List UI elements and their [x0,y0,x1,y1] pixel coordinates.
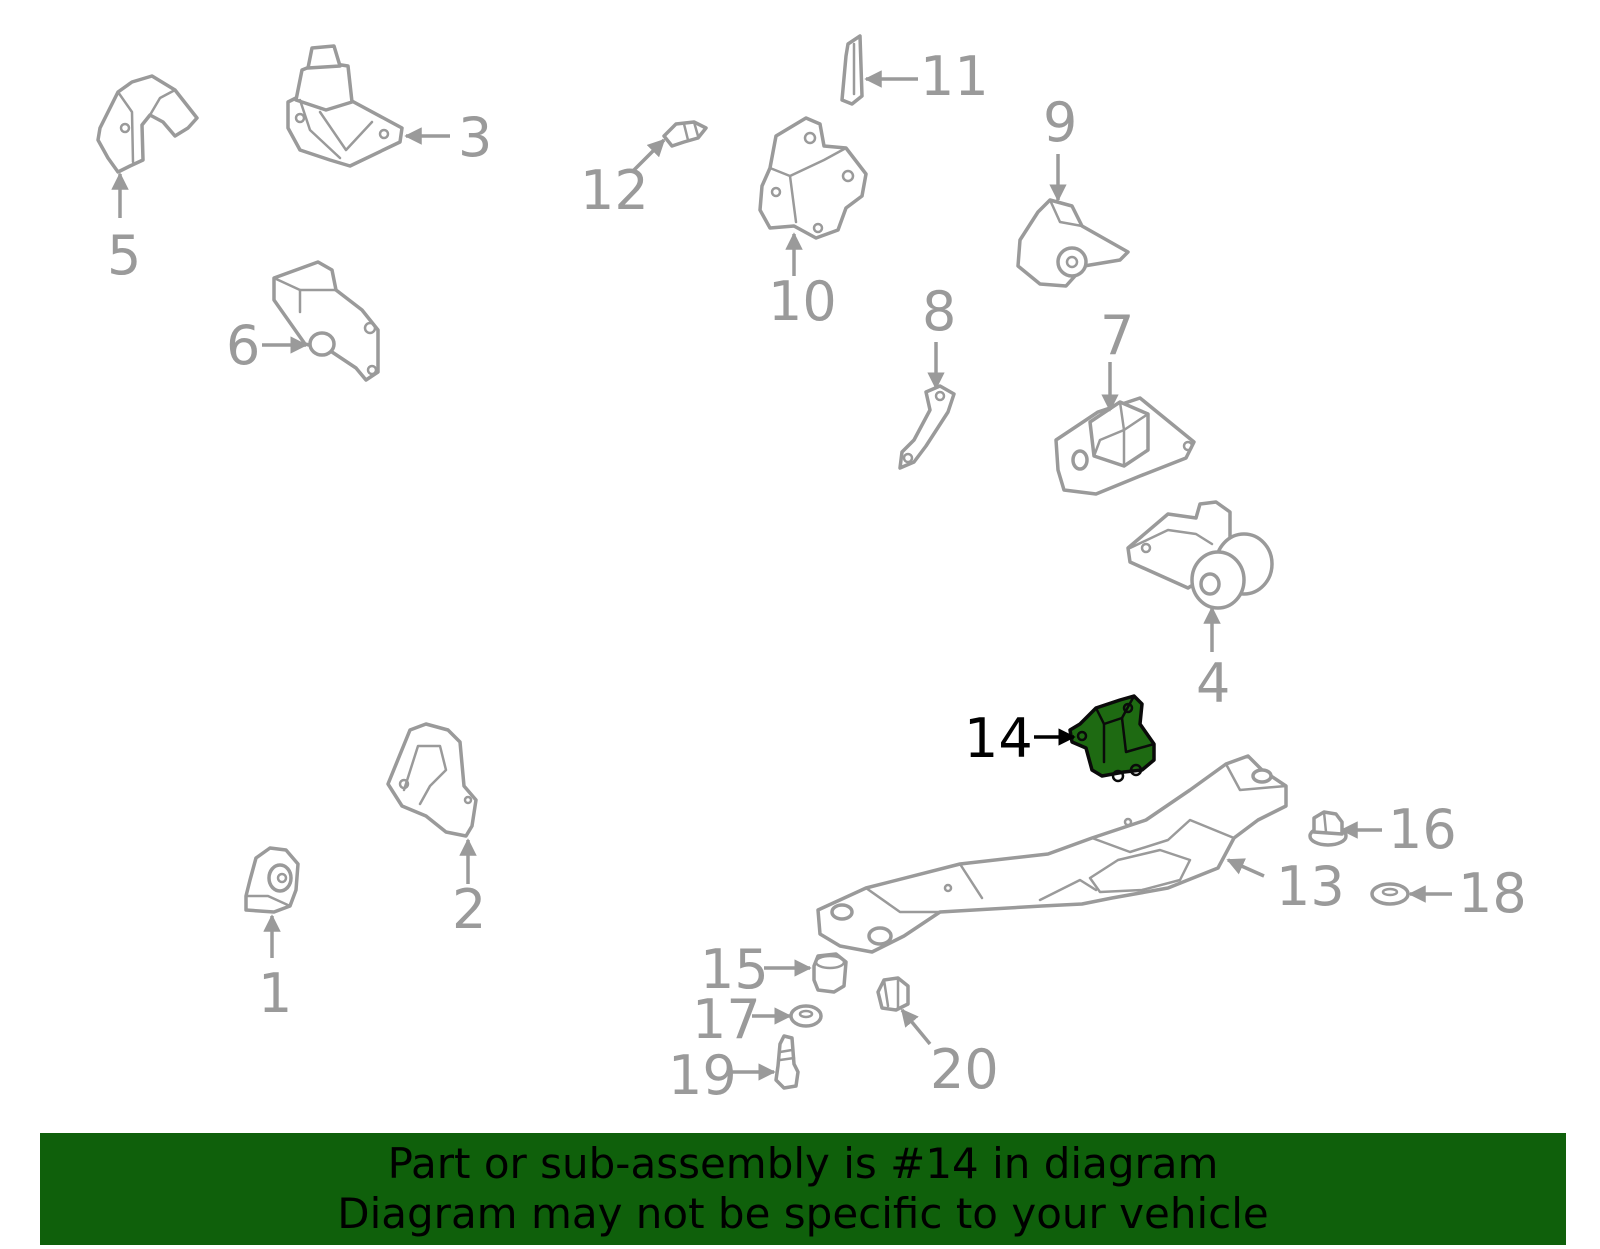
part-2-mount-bracket[interactable] [386,722,478,838]
part-18-washer[interactable] [1370,882,1410,906]
part-15-bushing[interactable] [812,952,848,994]
callout-11: 11 [920,45,989,108]
part-20-nut[interactable] [876,976,910,1012]
part-10-mount-bracket[interactable] [758,116,868,240]
callout-9: 9 [1043,91,1077,154]
callout-8: 8 [922,280,956,343]
part-14-transmission-mount[interactable] [1068,694,1156,783]
part-9-engine-mount[interactable] [1016,198,1130,288]
callout-7: 7 [1100,304,1134,367]
parts-diagram: 5 3 6 12 11 [96,34,1527,1107]
callout-15: 15 [700,938,769,1001]
callout-2: 2 [452,878,486,941]
info-banner: Part or sub-assembly is #14 in diagram D… [40,1133,1566,1245]
banner-line-1: Part or sub-assembly is #14 in diagram [387,1139,1219,1188]
part-5-bracket[interactable] [96,74,199,174]
part-13-crossmember[interactable] [816,754,1288,954]
part-12-bolt[interactable] [662,120,708,148]
callout-3: 3 [458,106,492,169]
callout-5: 5 [107,224,141,287]
part-4-engine-mount[interactable] [1126,500,1274,610]
callout-14: 14 [964,707,1033,770]
callout-1: 1 [258,962,292,1025]
callout-17: 17 [692,988,761,1051]
callout-12: 12 [580,159,649,222]
part-3-engine-mount[interactable] [286,44,404,168]
callout-18: 18 [1458,862,1527,925]
part-1-bushing-mount[interactable] [244,846,300,914]
part-17-washer[interactable] [789,1004,823,1028]
callout-16: 16 [1388,798,1457,861]
part-6-mount-bracket[interactable] [272,260,380,382]
part-11-bracket[interactable] [840,34,864,106]
callout-13: 13 [1276,855,1345,918]
callout-20: 20 [930,1038,999,1101]
callout-4: 4 [1196,652,1230,715]
part-19-bolt[interactable] [774,1034,800,1090]
callout-6: 6 [226,314,260,377]
part-8-brace[interactable] [898,384,956,470]
part-7-engine-mount[interactable] [1054,396,1196,496]
callout-19: 19 [668,1044,737,1107]
callout-10: 10 [768,270,837,333]
banner-line-2: Diagram may not be specific to your vehi… [337,1189,1269,1238]
part-16-nut[interactable] [1308,810,1348,847]
